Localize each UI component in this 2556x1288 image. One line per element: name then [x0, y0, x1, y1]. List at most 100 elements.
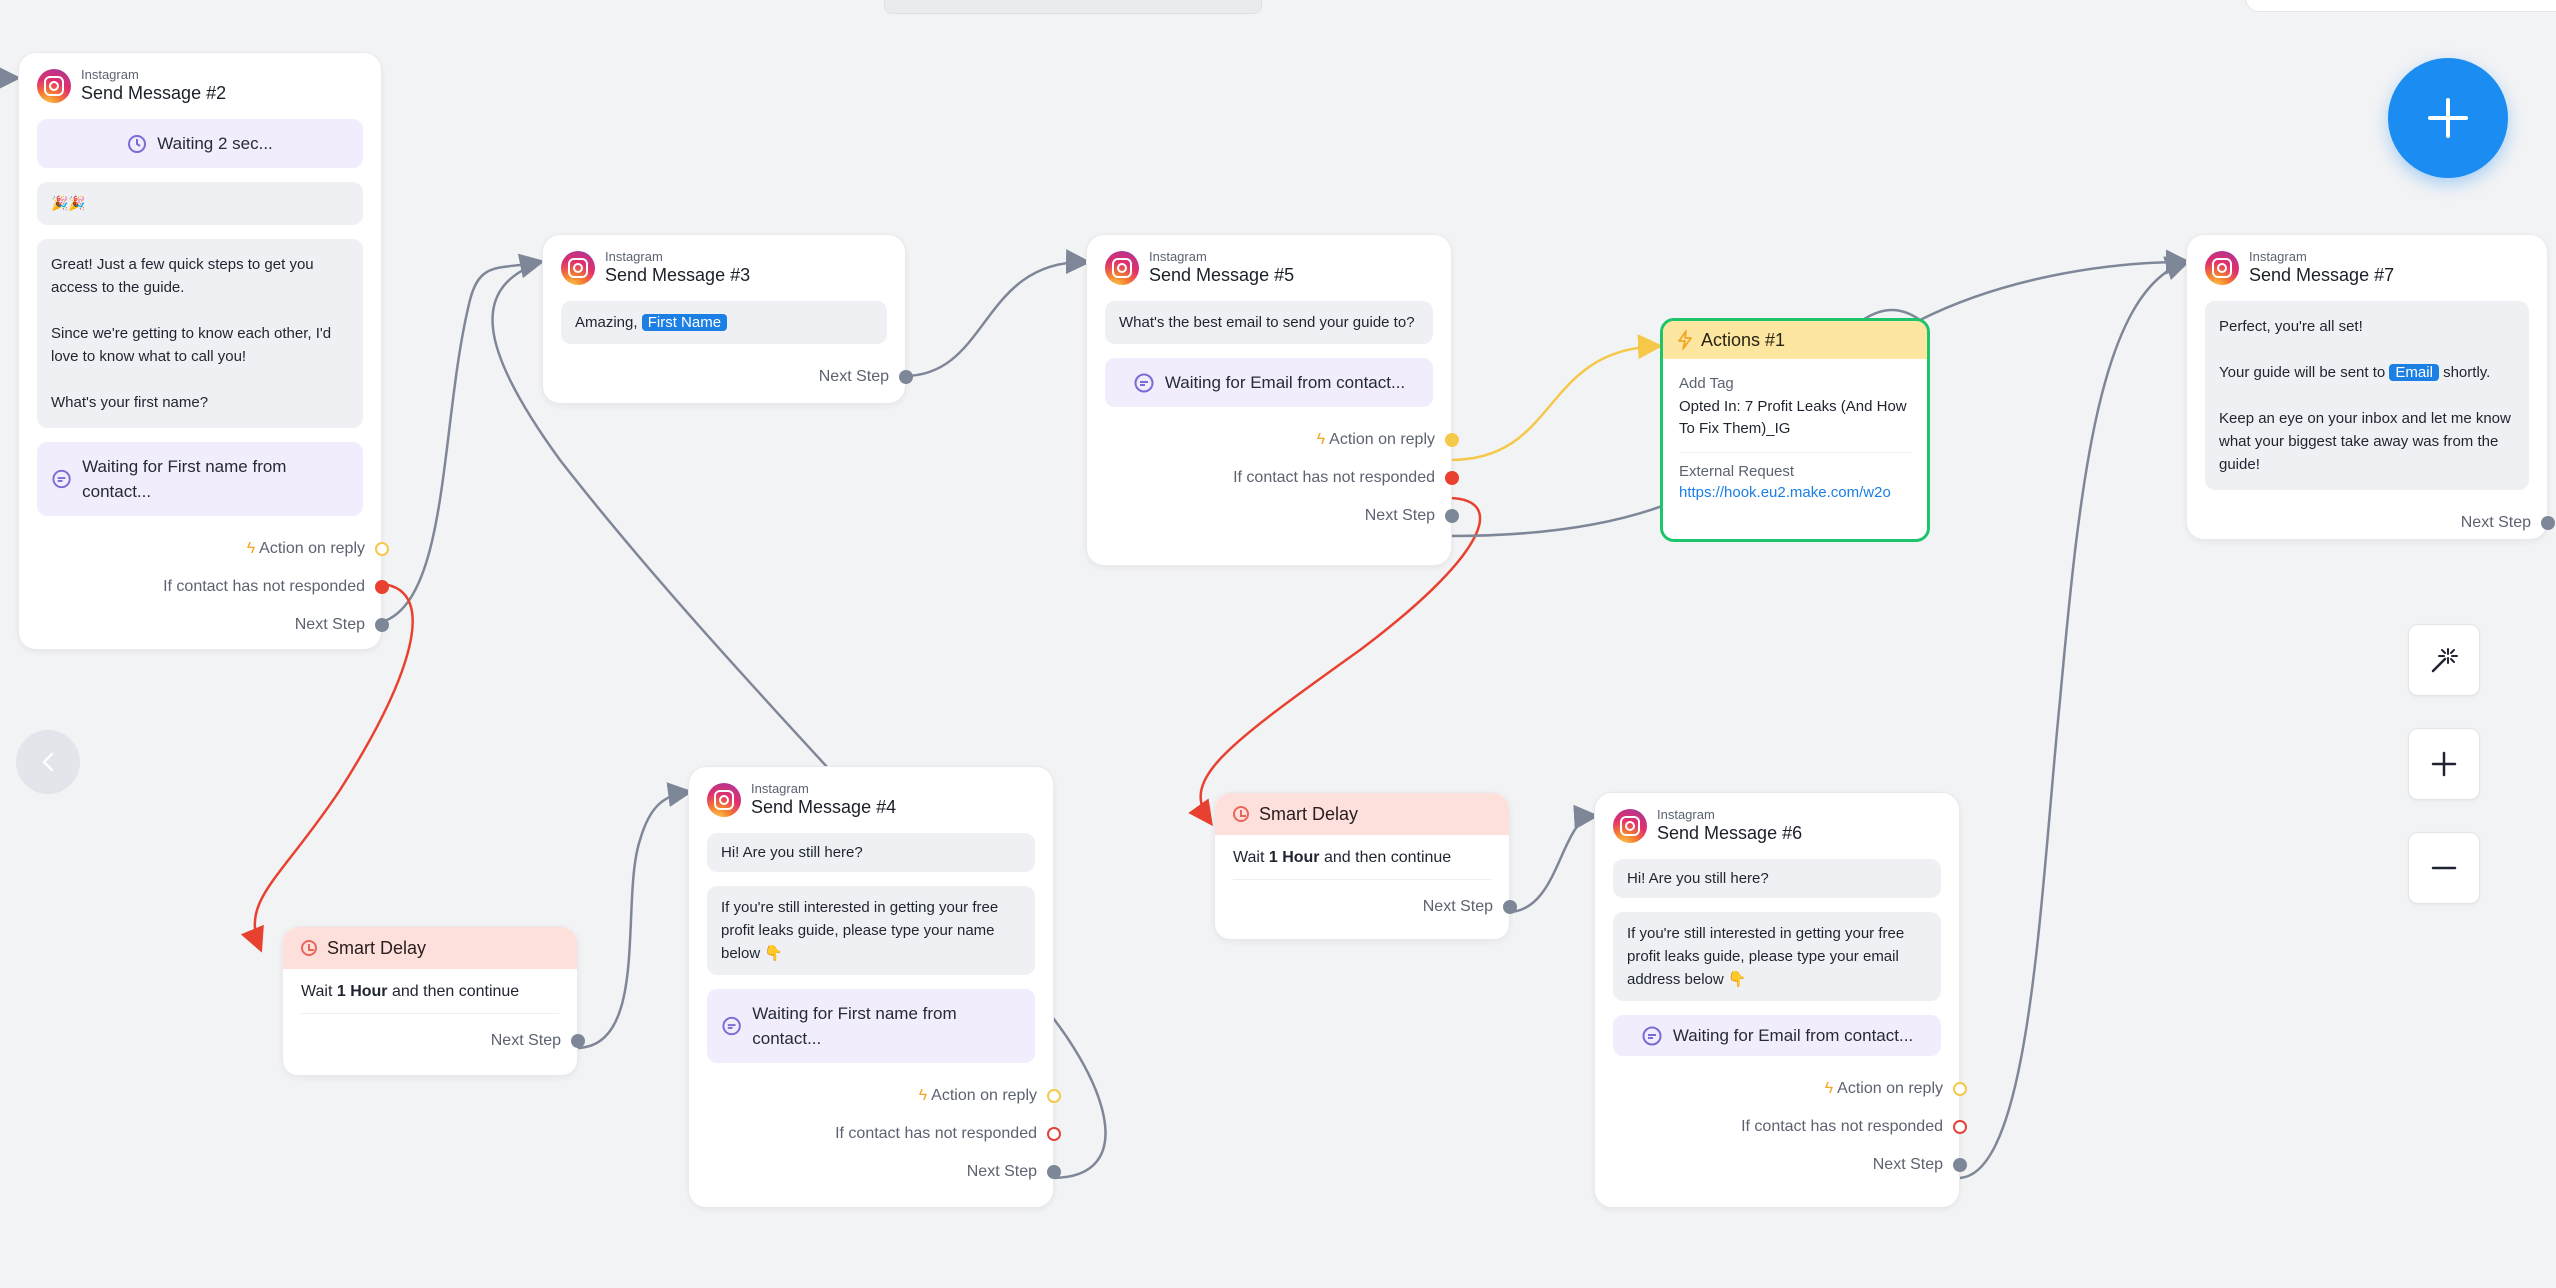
port-next-step[interactable]: Next Step — [1595, 1146, 1967, 1184]
clock-icon — [1233, 806, 1249, 822]
chat-icon — [52, 469, 71, 489]
action-label-external-request: External Request — [1679, 463, 1795, 480]
instagram-icon — [2205, 251, 2239, 285]
waiting-reply: Waiting for First name from contact... — [37, 442, 363, 516]
zoom-out-icon — [2431, 866, 2457, 870]
instagram-icon — [1613, 809, 1647, 843]
port-not-responded[interactable]: If contact has not responded — [1595, 1108, 1967, 1146]
wire-m5-reply-to-actions — [1449, 334, 1663, 462]
waiting-reply: Waiting for First name from contact... — [707, 989, 1035, 1063]
add-step-button[interactable] — [2388, 58, 2508, 178]
delay-description: Wait 1 Hour and then continue — [301, 969, 559, 1014]
node-platform: Instagram — [605, 249, 663, 264]
bolt-icon: ϟ — [246, 540, 256, 557]
instagram-icon — [707, 783, 741, 817]
port-next-step[interactable]: Next Step — [1215, 888, 1517, 926]
port-not-responded[interactable]: If contact has not responded — [689, 1115, 1061, 1153]
collapse-sidebar-button[interactable] — [16, 730, 80, 794]
top-toolbar — [884, 0, 1262, 14]
port-next-step[interactable]: Next Step — [19, 606, 389, 644]
wire-m2-next-to-m3 — [381, 253, 545, 624]
message-bubble-emoji: 🎉🎉 — [37, 182, 363, 225]
delay-description: Wait 1 Hour and then continue — [1233, 835, 1491, 880]
waiting-delay: Waiting 2 sec... — [37, 119, 363, 168]
node-send-message-2[interactable]: Instagram Send Message #2 Waiting 2 sec.… — [18, 52, 389, 650]
message-bubble: If you're still interested in getting yo… — [1613, 912, 1941, 1001]
variable-chip: First Name — [641, 314, 728, 331]
node-title: Smart Delay — [1259, 803, 1359, 824]
clock-icon — [301, 940, 317, 956]
chevron-left-icon — [42, 752, 54, 772]
node-platform: Instagram — [751, 781, 809, 796]
node-send-message-7[interactable]: Instagram Send Message #7 Perfect, you'r… — [2186, 234, 2555, 542]
waiting-reply: Waiting for Email from contact... — [1105, 358, 1433, 407]
top-right-panel — [2245, 0, 2556, 12]
auto-arrange-button[interactable] — [2408, 624, 2480, 696]
port-next-step[interactable]: Next Step — [1087, 497, 1459, 535]
action-tag-value: Opted In: 7 Profit Leaks (And How To Fix… — [1679, 398, 1907, 437]
node-smart-delay-2[interactable]: Smart Delay Wait 1 Hour and then continu… — [1214, 792, 1517, 940]
action-request-url[interactable]: https://hook.eu2.make.com/w2o — [1679, 484, 1891, 501]
bolt-icon — [1678, 330, 1692, 350]
node-title: Send Message #2 — [81, 83, 227, 103]
message-bubble: If you're still interested in getting yo… — [707, 886, 1035, 975]
node-platform: Instagram — [81, 67, 139, 82]
wire-m6-next-to-m7 — [1957, 256, 2191, 1180]
bolt-icon: ϟ — [1316, 431, 1326, 448]
port-not-responded[interactable]: If contact has not responded — [19, 568, 389, 606]
node-title: Send Message #7 — [2249, 265, 2395, 285]
port-not-responded[interactable]: If contact has not responded — [1087, 459, 1459, 497]
node-title: Send Message #4 — [751, 797, 897, 817]
action-label-add-tag: Add Tag — [1679, 375, 1734, 392]
node-send-message-3[interactable]: Instagram Send Message #3 Amazing, First… — [542, 234, 913, 404]
wire-m3-next-to-m5 — [903, 249, 1091, 378]
port-next-step[interactable]: Next Step — [283, 1022, 585, 1060]
zoom-in-button[interactable] — [2408, 728, 2480, 800]
wire-delay2-next-to-m6 — [1507, 804, 1599, 914]
message-bubble: Hi! Are you still here? — [707, 833, 1035, 872]
wire-delay1-next-to-m4 — [575, 782, 693, 1050]
port-next-step[interactable]: Next Step — [689, 1153, 1061, 1191]
zoom-in-icon — [2431, 751, 2457, 777]
zoom-out-button[interactable] — [2408, 832, 2480, 904]
node-send-message-6[interactable]: Instagram Send Message #6 Hi! Are you st… — [1594, 792, 1967, 1208]
clock-icon — [128, 134, 147, 153]
message-bubble: Amazing, First Name — [561, 301, 887, 344]
instagram-icon — [37, 69, 71, 103]
chat-icon — [722, 1016, 741, 1036]
divider — [1679, 452, 1911, 453]
port-next-step[interactable]: Next Step — [2187, 504, 2555, 542]
node-send-message-4[interactable]: Instagram Send Message #4 Hi! Are you st… — [688, 766, 1061, 1208]
message-bubble: What's the best email to send your guide… — [1105, 301, 1433, 344]
chat-icon — [1134, 373, 1154, 392]
port-next-step[interactable]: Next Step — [543, 358, 913, 396]
message-bubble: Hi! Are you still here? — [1613, 859, 1941, 898]
magic-wand-icon — [2431, 648, 2458, 673]
node-title: Smart Delay — [327, 937, 427, 958]
message-bubble: Great! Just a few quick steps to get you… — [37, 239, 363, 428]
node-title: Send Message #3 — [605, 265, 751, 285]
instagram-icon — [561, 251, 595, 285]
bolt-icon: ϟ — [1824, 1080, 1834, 1097]
node-smart-delay-1[interactable]: Smart Delay Wait 1 Hour and then continu… — [282, 926, 585, 1076]
node-send-message-5[interactable]: Instagram Send Message #5 What's the bes… — [1086, 234, 1459, 566]
chat-icon — [1642, 1026, 1662, 1045]
variable-chip: Email — [2389, 364, 2439, 381]
node-title: Send Message #6 — [1657, 823, 1803, 843]
bolt-icon: ϟ — [918, 1087, 928, 1104]
node-platform: Instagram — [1657, 807, 1715, 822]
node-platform: Instagram — [2249, 249, 2307, 264]
message-bubble: Perfect, you're all set! Your guide will… — [2205, 301, 2529, 490]
instagram-icon — [1105, 251, 1139, 285]
waiting-reply: Waiting for Email from contact... — [1613, 1015, 1941, 1056]
node-title: Actions #1 — [1701, 329, 1786, 350]
node-title: Send Message #5 — [1149, 265, 1295, 285]
node-platform: Instagram — [1149, 249, 1207, 264]
node-actions-1[interactable]: Actions #1 Add Tag Opted In: 7 Profit Le… — [1660, 318, 1930, 542]
